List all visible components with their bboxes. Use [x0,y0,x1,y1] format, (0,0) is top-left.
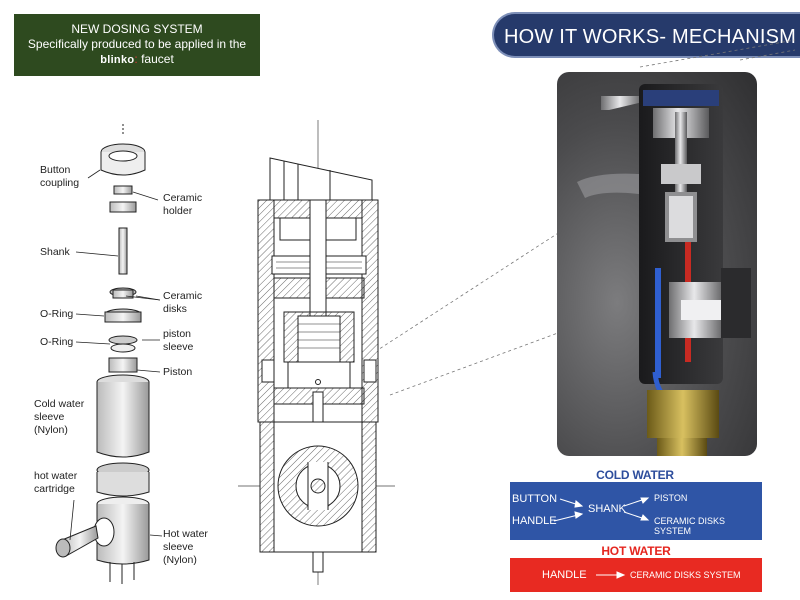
label-piston: Piston [163,366,193,378]
exploded-view [55,124,150,584]
page-title: HOW IT WORKS- MECHANISM [492,12,800,58]
label-piston-sleeve: piston sleeve [163,328,194,353]
cold-button-label: BUTTON [512,493,558,505]
mechanism-render [557,72,757,456]
label-hot-water-cartridge: hot water cartridge [34,470,78,495]
cold-flow-arrows [553,497,650,522]
label-ceramic-disks: Ceramic disks [163,290,203,315]
label-button-coupling: Button coupling [40,164,80,189]
label-hot-water-sleeve: Hot water sleeve (Nylon) [163,528,208,566]
hot-flow-arrow [596,571,626,579]
brand-logo: blinko [100,54,135,66]
hot-water-flow: HANDLE CERAMIC DISKS SYSTEM [510,558,762,592]
cold-handle-label: HANDLE [512,515,557,527]
brand-logo-dot: : [134,52,138,66]
leader-lines [69,169,163,541]
hot-ceramic-label: CERAMIC DISKS SYSTEM [630,570,741,580]
label-cold-water-sleeve: Cold water sleeve (Nylon) [34,398,85,436]
intro-brand-line: blinko: faucet [14,52,260,68]
cold-water-title: COLD WATER [596,468,674,482]
label-o-ring-upper: O-Ring [40,308,74,320]
cutaway-illustration [577,84,751,456]
label-shank: Shank [40,246,70,258]
section-view [238,120,395,585]
cold-water-flow: BUTTON HANDLE SHANK PISTON CERAMIC DISKS… [510,482,762,540]
intro-faucet-word: faucet [141,52,174,66]
cold-ceramic-label: CERAMIC DISKS SYSTEM [654,516,726,536]
connector-lines [369,39,796,396]
cold-piston-label: PISTON [654,493,688,503]
label-o-ring-lower: O-Ring [40,336,74,348]
cold-shank-label: SHANK [588,503,626,515]
intro-subtitle: Specifically produced to be applied in t… [27,37,247,51]
intro-banner: NEW DOSING SYSTEM Specifically produced … [14,14,260,76]
intro-title: NEW DOSING SYSTEM [71,22,203,36]
label-ceramic-holder: Ceramic holder [163,192,203,217]
hot-handle-label: HANDLE [542,569,587,581]
hot-water-title: HOT WATER [601,544,671,558]
